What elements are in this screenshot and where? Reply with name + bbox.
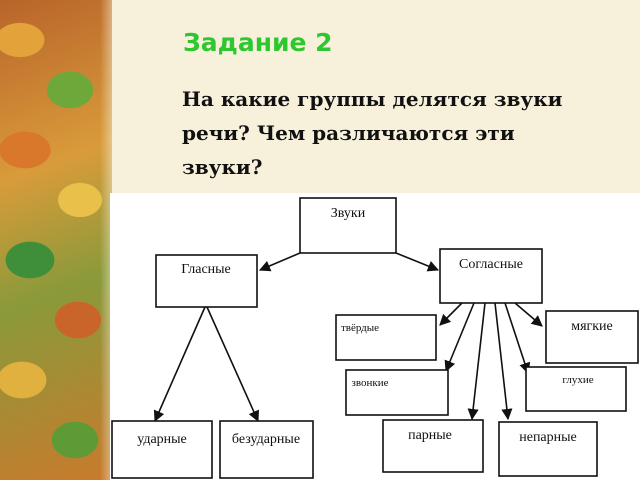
node-hard-label: твёрдые xyxy=(341,322,379,334)
node-soft-label: мягкие xyxy=(571,319,613,334)
node-root-label: Звуки xyxy=(331,206,366,221)
node-unstressed-label: безударные xyxy=(232,432,300,447)
node-vowels-label: Гласные xyxy=(181,262,231,277)
node-vowels: Гласные xyxy=(155,254,258,308)
node-consonants-label: Согласные xyxy=(459,257,523,272)
edge-consonants-hard xyxy=(439,302,463,326)
node-consonants: Согласные xyxy=(439,248,543,304)
edge-consonants-soft xyxy=(514,302,543,327)
node-unpaired-label: непарные xyxy=(519,430,577,445)
node-hard: твёрдые xyxy=(335,314,437,361)
edge-root-vowels xyxy=(258,252,301,272)
page-title: Задание 2 xyxy=(183,28,333,57)
node-soft: мягкие xyxy=(545,310,639,364)
edge-consonants-unpaired xyxy=(494,302,513,421)
node-unpaired: непарные xyxy=(498,421,598,477)
autumn-leaf-border xyxy=(0,0,112,480)
node-paired: парные xyxy=(382,419,484,473)
node-voiced: звонкие xyxy=(345,369,449,416)
node-paired-label: парные xyxy=(408,428,452,443)
question-text: На какие группы делятся звуки речи? Чем … xyxy=(182,87,563,179)
node-stressed-label: ударные xyxy=(137,432,187,447)
edge-consonants-voiced xyxy=(444,302,475,373)
node-unstressed: безударные xyxy=(219,420,314,479)
sound-classification-diagram: Звуки Гласные Согласные твёрдые мягкие з… xyxy=(111,197,639,479)
diagram-panel: Звуки Гласные Согласные твёрдые мягкие з… xyxy=(110,193,640,480)
edge-root-consonants xyxy=(395,252,440,272)
node-voiced-label: звонкие xyxy=(352,377,389,389)
node-voiceless: глухие xyxy=(525,366,627,412)
node-stressed: ударные xyxy=(111,420,213,479)
edge-vowels-unstressed xyxy=(206,306,259,423)
diagram-edges xyxy=(153,252,543,423)
node-voiceless-label: глухие xyxy=(562,374,593,386)
edge-consonants-voiceless xyxy=(504,302,531,375)
edge-vowels-stressed xyxy=(153,306,206,423)
node-root: Звуки xyxy=(299,197,397,254)
edge-consonants-paired xyxy=(467,302,486,421)
